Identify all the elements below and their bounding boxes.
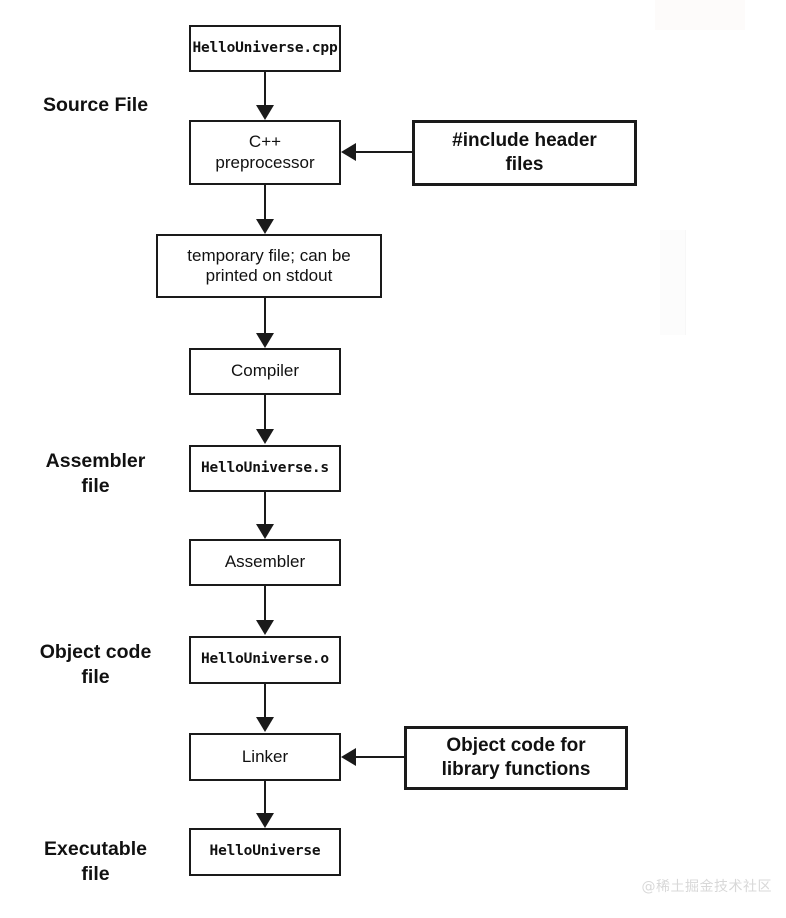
connector-include-to-preprocessor (356, 151, 414, 153)
node-temporary-file[interactable]: temporary file; can be printed on stdout (156, 234, 382, 298)
node-executable-file[interactable]: HelloUniverse (189, 828, 341, 876)
node-assembler[interactable]: Assembler (189, 539, 341, 586)
background-artifact-right (660, 230, 686, 335)
node-linker[interactable]: Linker (189, 733, 341, 781)
arrowhead-preprocessor-to-temp (256, 219, 274, 234)
background-artifact-top (655, 0, 745, 30)
node-object-file[interactable]: HelloUniverse.o (189, 636, 341, 684)
stage-label-source-file: Source File (42, 94, 149, 116)
node-source-file[interactable]: HelloUniverse.cpp (189, 25, 341, 72)
node-preprocessor[interactable]: C++ preprocessor (189, 120, 341, 185)
connector-assembly-to-assembler (264, 492, 266, 525)
stage-label-assembler-file: Assembler file (45, 450, 146, 498)
connector-compiler-to-assembly (264, 395, 266, 430)
connector-linker-to-executable (264, 781, 266, 814)
arrowhead-temp-to-compiler (256, 333, 274, 348)
watermark: @稀土掘金技术社区 (641, 879, 772, 895)
arrowhead-compiler-to-assembly (256, 429, 274, 444)
arrowhead-include-to-preprocessor (341, 143, 356, 161)
callout-library-objects[interactable]: Object code for library functions (404, 726, 628, 790)
callout-include-headers[interactable]: #include header files (412, 120, 637, 186)
connector-preprocessor-to-temp (264, 185, 266, 220)
arrowhead-source-to-preprocessor (256, 105, 274, 120)
connector-object-to-linker (264, 684, 266, 718)
connector-library-to-linker (356, 756, 406, 758)
arrowhead-linker-to-executable (256, 813, 274, 828)
connector-source-to-preprocessor (264, 72, 266, 107)
node-assembly-file[interactable]: HelloUniverse.s (189, 445, 341, 492)
node-compiler[interactable]: Compiler (189, 348, 341, 395)
connector-temp-to-compiler (264, 298, 266, 334)
arrowhead-library-to-linker (341, 748, 356, 766)
arrowhead-assembly-to-assembler (256, 524, 274, 539)
stage-label-object-code-file: Object code file (39, 641, 152, 689)
stage-label-executable-file: Executable file (44, 838, 147, 886)
arrowhead-assembler-to-object (256, 620, 274, 635)
arrowhead-object-to-linker (256, 717, 274, 732)
connector-assembler-to-object (264, 586, 266, 621)
